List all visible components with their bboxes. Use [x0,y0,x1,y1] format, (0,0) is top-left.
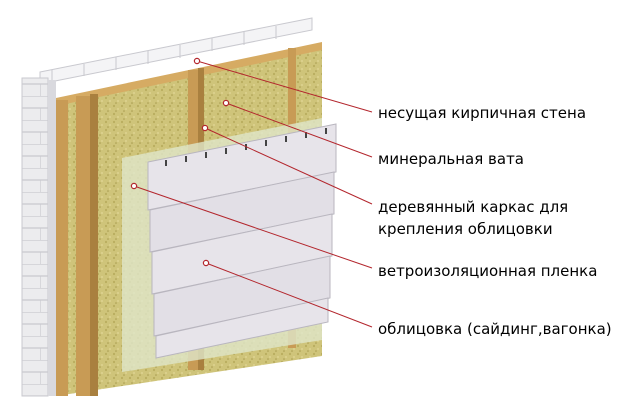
leader-dot [203,260,208,265]
label-wooden-frame: деревянный каркас для крепления облицовк… [378,196,568,240]
label-wind-film: ветроизоляционная пленка [378,260,597,282]
label-brick-wall: несущая кирпичная стена [378,102,586,124]
siding [148,124,336,358]
label-siding: облицовка (сайдинг,вагонка) [378,318,612,340]
leader-dot [131,183,136,188]
leader-dot [223,100,228,105]
leader-dot [194,58,199,63]
leader-dot [202,125,207,130]
label-wooden-frame-line1: деревянный каркас для [378,196,568,218]
label-wooden-frame-line2: крепления облицовки [378,218,568,240]
label-mineral-wool: минеральная вата [378,148,524,170]
